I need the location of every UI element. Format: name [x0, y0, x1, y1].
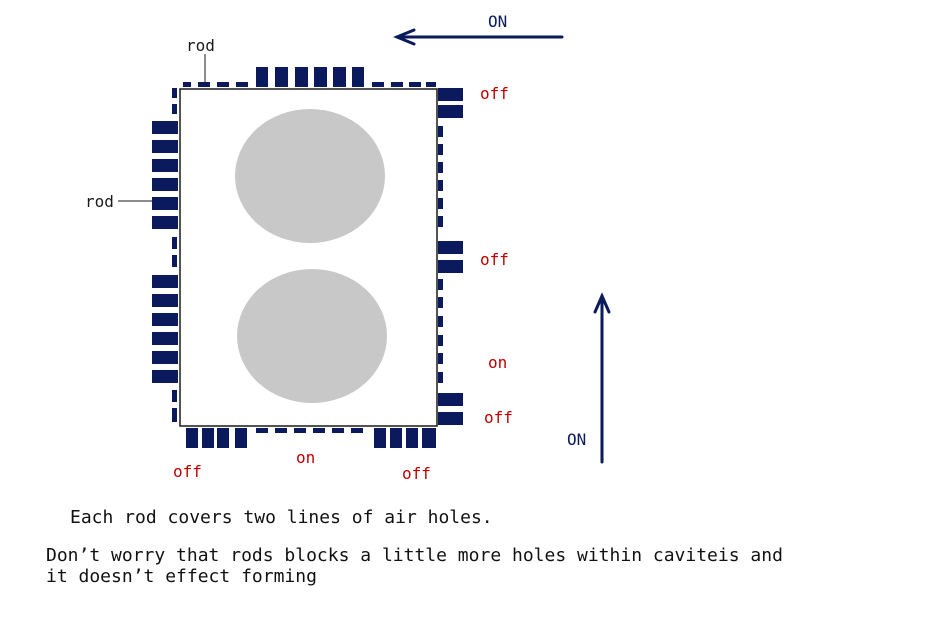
- rod-left-off: [172, 88, 177, 98]
- rod-right-off: [438, 144, 443, 155]
- rod-right-on: [438, 412, 463, 425]
- rod-top-off: [391, 82, 403, 87]
- rod-bottom-on: [217, 428, 229, 448]
- rod-label-top: rod: [186, 36, 215, 55]
- rod-top-off: [183, 82, 191, 87]
- rod-left-on: [152, 294, 178, 307]
- rod-top-off: [198, 82, 210, 87]
- rod-bottom-off: [332, 428, 344, 433]
- note-line-1: Each rod covers two lines of air holes.: [70, 507, 493, 528]
- rod-left-on: [152, 351, 178, 364]
- rod-bottom-off: [256, 428, 268, 433]
- rod-bottom-on: [406, 428, 418, 448]
- rod-left-on: [152, 140, 178, 153]
- rod-left-off: [172, 255, 177, 267]
- rod-bottom-on: [390, 428, 402, 448]
- rod-right-off: [438, 353, 443, 364]
- rod-right-off: [438, 216, 443, 227]
- rod-left-on: [152, 178, 178, 191]
- rod-right-on: [438, 393, 463, 406]
- rod-right-off: [438, 279, 443, 290]
- rod-right-off: [438, 180, 443, 191]
- rod-bottom-on: [186, 428, 198, 448]
- off-label-right-1: off: [480, 84, 509, 103]
- rod-right-on: [438, 88, 463, 101]
- rod-right-off: [438, 198, 443, 209]
- left-rods: [152, 88, 178, 422]
- rod-label-left: rod: [85, 192, 114, 211]
- rod-top-on: [333, 67, 346, 87]
- rod-left-on: [152, 121, 178, 134]
- rod-bottom-on: [202, 428, 214, 448]
- on-label-right-arrow: ON: [567, 430, 587, 449]
- rod-top-off: [409, 82, 421, 87]
- rod-left-on: [152, 197, 178, 210]
- off-label-bottom-right: off: [402, 464, 431, 483]
- rod-right-off: [438, 372, 443, 383]
- rod-bottom-off: [294, 428, 306, 433]
- rod-top-on: [295, 67, 308, 87]
- rod-left-on: [152, 313, 178, 326]
- rod-bottom-off: [275, 428, 287, 433]
- rod-top-off: [236, 82, 248, 87]
- rod-left-off: [172, 390, 177, 402]
- right-on-arrow: [593, 292, 611, 464]
- off-label-bottom-left: off: [173, 462, 202, 481]
- rod-bottom-on: [235, 428, 247, 448]
- on-label-right: on: [488, 353, 508, 372]
- upper-cavity: [235, 109, 385, 243]
- top-rods: [183, 67, 436, 87]
- rod-left-on: [152, 275, 178, 288]
- rod-bottom-on: [422, 428, 436, 448]
- rod-right-on: [438, 260, 463, 273]
- rod-top-off: [217, 82, 229, 87]
- rod-top-on: [275, 67, 288, 87]
- rod-right-off: [438, 335, 443, 346]
- rod-left-off: [172, 408, 177, 422]
- rod-left-on: [152, 332, 178, 345]
- right-rods: [438, 88, 463, 425]
- rod-bottom-off: [313, 428, 325, 433]
- rod-top-off: [372, 82, 384, 87]
- rod-right-off: [438, 297, 443, 308]
- rod-top-on: [256, 67, 268, 87]
- rod-top-on: [352, 67, 364, 87]
- off-label-right-2: off: [480, 250, 509, 269]
- rod-right-on: [438, 241, 463, 254]
- rod-right-off: [438, 162, 443, 173]
- rod-right-off: [438, 316, 443, 327]
- lower-cavity: [237, 269, 387, 403]
- rod-bottom-off: [351, 428, 363, 433]
- on-label-top-arrow: ON: [488, 12, 508, 31]
- rod-left-on: [152, 216, 178, 229]
- note-line-3: it doesn’t effect forming: [46, 566, 317, 587]
- on-label-bottom: on: [296, 448, 316, 467]
- top-on-arrow: [393, 28, 564, 46]
- rod-right-off: [438, 126, 443, 137]
- rod-top-off: [426, 82, 436, 87]
- rod-left-off: [172, 237, 177, 249]
- bottom-rods: [186, 428, 436, 448]
- rod-left-on: [152, 370, 178, 383]
- note-line-2: Don’t worry that rods blocks a little mo…: [46, 545, 783, 566]
- rod-left-on: [152, 159, 178, 172]
- rod-right-on: [438, 105, 463, 118]
- off-label-right-3: off: [484, 408, 513, 427]
- rod-left-off: [172, 104, 177, 114]
- rod-top-on: [314, 67, 327, 87]
- rod-bottom-on: [374, 428, 386, 448]
